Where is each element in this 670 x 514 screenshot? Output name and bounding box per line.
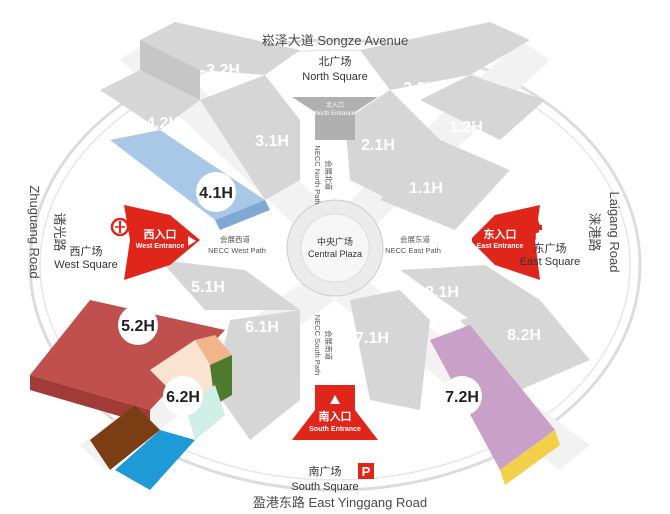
hall-1-2[interactable] — [420, 75, 545, 140]
south-path-en: NECC South Path — [313, 315, 322, 375]
hall-2-1[interactable] — [345, 90, 440, 200]
hall-7-2-label: 7.2H — [445, 389, 479, 406]
east-entrance-en: East Entrance — [477, 243, 524, 250]
south-square-cn: 南广场 — [309, 464, 342, 478]
north-entrance-cn: 北入口 — [326, 101, 344, 109]
hall-7-1[interactable] — [350, 290, 430, 410]
west-entrance-cn: 西入口 — [144, 228, 177, 241]
west-path-cn: 会展西道 — [220, 234, 250, 244]
hall-1-1[interactable] — [380, 140, 510, 230]
north-entrance[interactable] — [292, 97, 378, 140]
west-path-en: NECC West Path — [208, 246, 266, 255]
south-path-cn: 会展南道 — [324, 330, 334, 360]
hall-5-2-side — [30, 375, 150, 425]
hall-6-1[interactable] — [215, 310, 300, 440]
hall-4-2[interactable] — [100, 70, 200, 130]
hall-8-2[interactable] — [460, 300, 590, 390]
hall-6-2-label: 6.2H — [166, 389, 200, 406]
hall-2-2-label: 2.2H — [403, 80, 437, 97]
svg-text:P: P — [362, 464, 371, 479]
east-arrow-icon — [464, 236, 472, 246]
svg-text:TAXI: TAXI — [524, 236, 537, 242]
hall-6-2-brown — [90, 405, 160, 470]
hall-3-2[interactable] — [140, 22, 300, 75]
hall-3-1-label: 3.1H — [255, 133, 289, 150]
east-entrance-cn: 东入口 — [484, 227, 517, 241]
north-square-cn: 北广场 — [319, 54, 352, 68]
road-south: 盈港东路 East Yinggang Road — [253, 495, 427, 510]
hall-7-2-end — [500, 430, 560, 485]
taxi-icon: TAXI — [518, 218, 542, 242]
parking-icon: P — [358, 463, 374, 479]
hall-2-2[interactable] — [360, 22, 530, 90]
central-plaza-cn: 中央广场 — [317, 236, 353, 247]
south-entrance-cn: 南入口 — [319, 409, 352, 423]
west-square-cn: 西广场 — [70, 244, 103, 258]
west-arrow-icon — [188, 236, 196, 246]
west-entrance-en: West Entrance — [136, 243, 185, 250]
west-entrance[interactable] — [124, 205, 200, 280]
road-north: 崧泽大道 Songze Avenue — [262, 33, 408, 48]
road-west-cn: 诸光路 — [52, 212, 67, 251]
hall-6-1-label: 6.1H — [245, 319, 279, 336]
hall-6-2-blue — [115, 430, 195, 490]
hall-1-2-label: 1.2H — [449, 119, 483, 136]
hall-5-2[interactable] — [30, 300, 225, 410]
east-square-en: East Square — [520, 256, 581, 268]
hall-8-1[interactable] — [400, 265, 540, 320]
hall-2-1-label: 2.1H — [361, 137, 395, 154]
hall-5-2-badge — [118, 305, 158, 345]
hall-4-1-label: 4.1H — [199, 185, 233, 202]
south-square-en: South Square — [291, 481, 358, 493]
north-square-en: North Square — [302, 71, 367, 83]
road-east-en: Laigang Road — [607, 192, 622, 273]
hall-6-2-badge — [163, 376, 203, 416]
hall-7-1-label: 7.1H — [355, 330, 389, 347]
hall-3-1[interactable] — [200, 75, 300, 200]
east-path-en: NECC East Path — [385, 246, 441, 255]
east-square-cn: 东广场 — [534, 241, 567, 255]
east-path-cn: 会展东道 — [400, 234, 430, 244]
hall-3-2-side — [140, 40, 200, 100]
hall-5-1[interactable] — [160, 260, 300, 310]
hall-8-2-label: 8.2H — [507, 327, 541, 344]
south-entrance[interactable] — [292, 385, 378, 440]
north-entrance-en: North Entrance — [315, 111, 356, 117]
hall-4-1-side — [215, 200, 270, 230]
hall-4-2-label: 4.2H — [146, 115, 180, 132]
metro-icon — [110, 217, 130, 237]
north-path-en: NECC North Path — [313, 145, 322, 204]
ring-road-inner — [39, 49, 631, 481]
west-square-en: West Square — [54, 259, 117, 271]
hall-7-2-badge — [442, 376, 482, 416]
hall-8-1-label: 8.1H — [425, 284, 459, 301]
south-arrow-icon — [330, 395, 340, 404]
central-plaza-inner — [300, 213, 370, 283]
hall-1-1-label: 1.1H — [409, 180, 443, 197]
road-east-cn: 涞港路 — [587, 212, 602, 251]
hall-6-2-orange — [195, 335, 232, 365]
ring-road — [28, 38, 642, 492]
south-entrance-en: South Entrance — [309, 426, 361, 433]
hall-3-2-label: 3.2H — [206, 62, 240, 79]
hall-5-1-label: 5.1H — [191, 279, 225, 296]
hall-7-2[interactable] — [430, 325, 555, 470]
road-west-en: Zhuguang Road — [27, 185, 42, 278]
central-plaza-en: Central Plaza — [308, 249, 362, 259]
north-path-cn: 会展北道 — [324, 160, 334, 190]
hall-4-1-badge — [196, 172, 236, 212]
hall-5-2-label: 5.2H — [121, 318, 155, 335]
